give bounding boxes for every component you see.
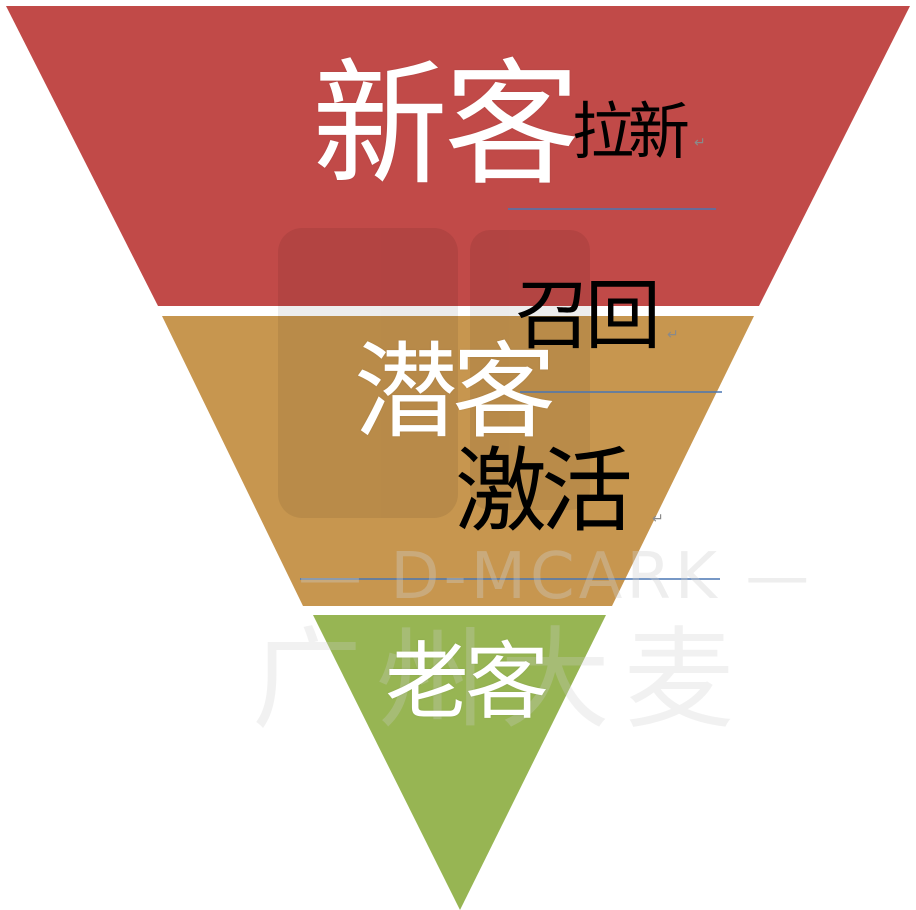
funnel-layer-old bbox=[313, 615, 606, 910]
action-label-activate: 激活 bbox=[455, 438, 633, 545]
layer-label-new: 新客 bbox=[312, 47, 580, 205]
action-label-recall: 召回 bbox=[515, 271, 661, 360]
paragraph-mark-icon: ↵ bbox=[652, 511, 664, 527]
action-label-acquire: 拉新 bbox=[572, 95, 690, 168]
watermark-latin-text: — D-MCARK — bbox=[298, 540, 814, 614]
paragraph-mark-icon: ↵ bbox=[694, 135, 706, 151]
funnel-layer-potential bbox=[162, 316, 754, 606]
watermark-chinese-text: 广州大麦 bbox=[252, 616, 748, 744]
funnel-layer-new bbox=[6, 6, 910, 306]
layer-label-old: 老客 bbox=[385, 633, 549, 731]
layer-label-potential: 潜客 bbox=[354, 331, 556, 453]
watermark-emblem bbox=[278, 228, 590, 518]
paragraph-mark-icon: ↵ bbox=[667, 327, 679, 343]
